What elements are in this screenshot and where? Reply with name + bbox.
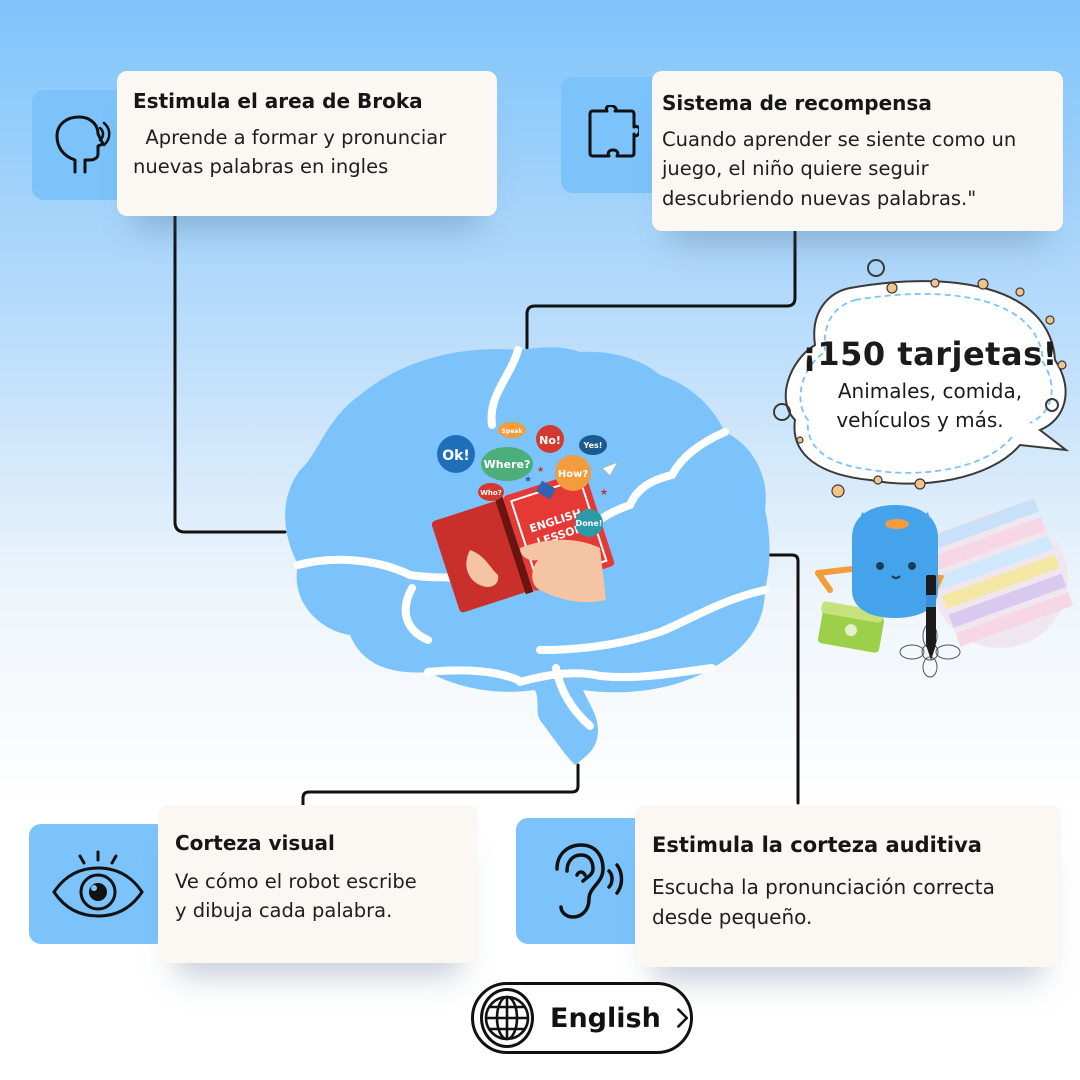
speech-how: How? [558, 469, 588, 480]
svg-text:★: ★ [600, 488, 608, 498]
speech-where: Where? [484, 458, 531, 471]
svg-text:★: ★ [537, 465, 544, 474]
bubble-line-2: vehículos y más. [836, 408, 1004, 432]
language-selector-button[interactable]: English [471, 982, 693, 1054]
auditory-card: Estimula la corteza auditiva Escucha la … [635, 805, 1061, 967]
connector-reward [525, 230, 797, 350]
speech-who: Who? [480, 489, 502, 497]
reward-card-body: Cuando aprender se siente como un juego,… [662, 128, 1017, 210]
puzzle-piece-icon [588, 105, 639, 158]
auditory-card-title: Estimula la corteza auditiva [652, 833, 982, 857]
speech-done: Done! [576, 519, 603, 528]
connector-visual [301, 763, 580, 808]
speech-yes: Yes! [583, 441, 603, 450]
eye-icon [52, 850, 144, 918]
globe-icon [480, 988, 534, 1048]
chevron-right-icon [676, 1008, 688, 1028]
drawing-robot-illustration [815, 498, 1074, 678]
broca-icon-tile [32, 90, 132, 200]
broca-card-title: Estimula el area de Broka [133, 89, 423, 113]
visual-icon-tile [29, 824, 167, 944]
cards-speech-bubble [773, 259, 1070, 498]
connector-auditory [765, 553, 800, 805]
visual-card-title: Corteza visual [175, 831, 335, 855]
language-label: English [550, 1002, 661, 1034]
bubble-title: ¡150 tarjetas! [802, 335, 1058, 373]
speech-speak: Speak [502, 428, 524, 435]
ear-icon [555, 843, 624, 919]
auditory-card-body: Escucha la pronunciación correcta desde … [652, 875, 995, 930]
reward-card: Sistema de recompensa Cuando aprender se… [652, 71, 1063, 231]
connector-lines [173, 213, 800, 808]
visual-card-body: Ve cómo el robot escribe y dibuja cada p… [175, 870, 417, 923]
connector-broca [173, 213, 287, 534]
broca-card-body: Aprende a formar y pronunciar nuevas pal… [133, 126, 447, 179]
reward-card-title: Sistema de recompensa [662, 91, 932, 115]
auditory-icon-tile [516, 818, 652, 944]
speech-no: No! [539, 434, 561, 447]
speech-ok: Ok! [442, 448, 470, 464]
svg-text:★: ★ [524, 475, 532, 485]
bubble-line-1: Animales, comida, [837, 379, 1023, 403]
broca-card: Estimula el area de Broka Aprende a form… [117, 71, 497, 216]
english-lesson-book-illustration: ENGLISH LESSON Ok! Speak No! Yes! Where?… [431, 422, 620, 613]
visual-card: Corteza visual Ve cómo el robot escribe … [158, 805, 478, 963]
speaking-head-icon [55, 115, 111, 174]
bubble-text: ¡150 tarjetas! Animales, comida, vehícul… [800, 335, 1060, 435]
reward-icon-tile [561, 77, 665, 193]
